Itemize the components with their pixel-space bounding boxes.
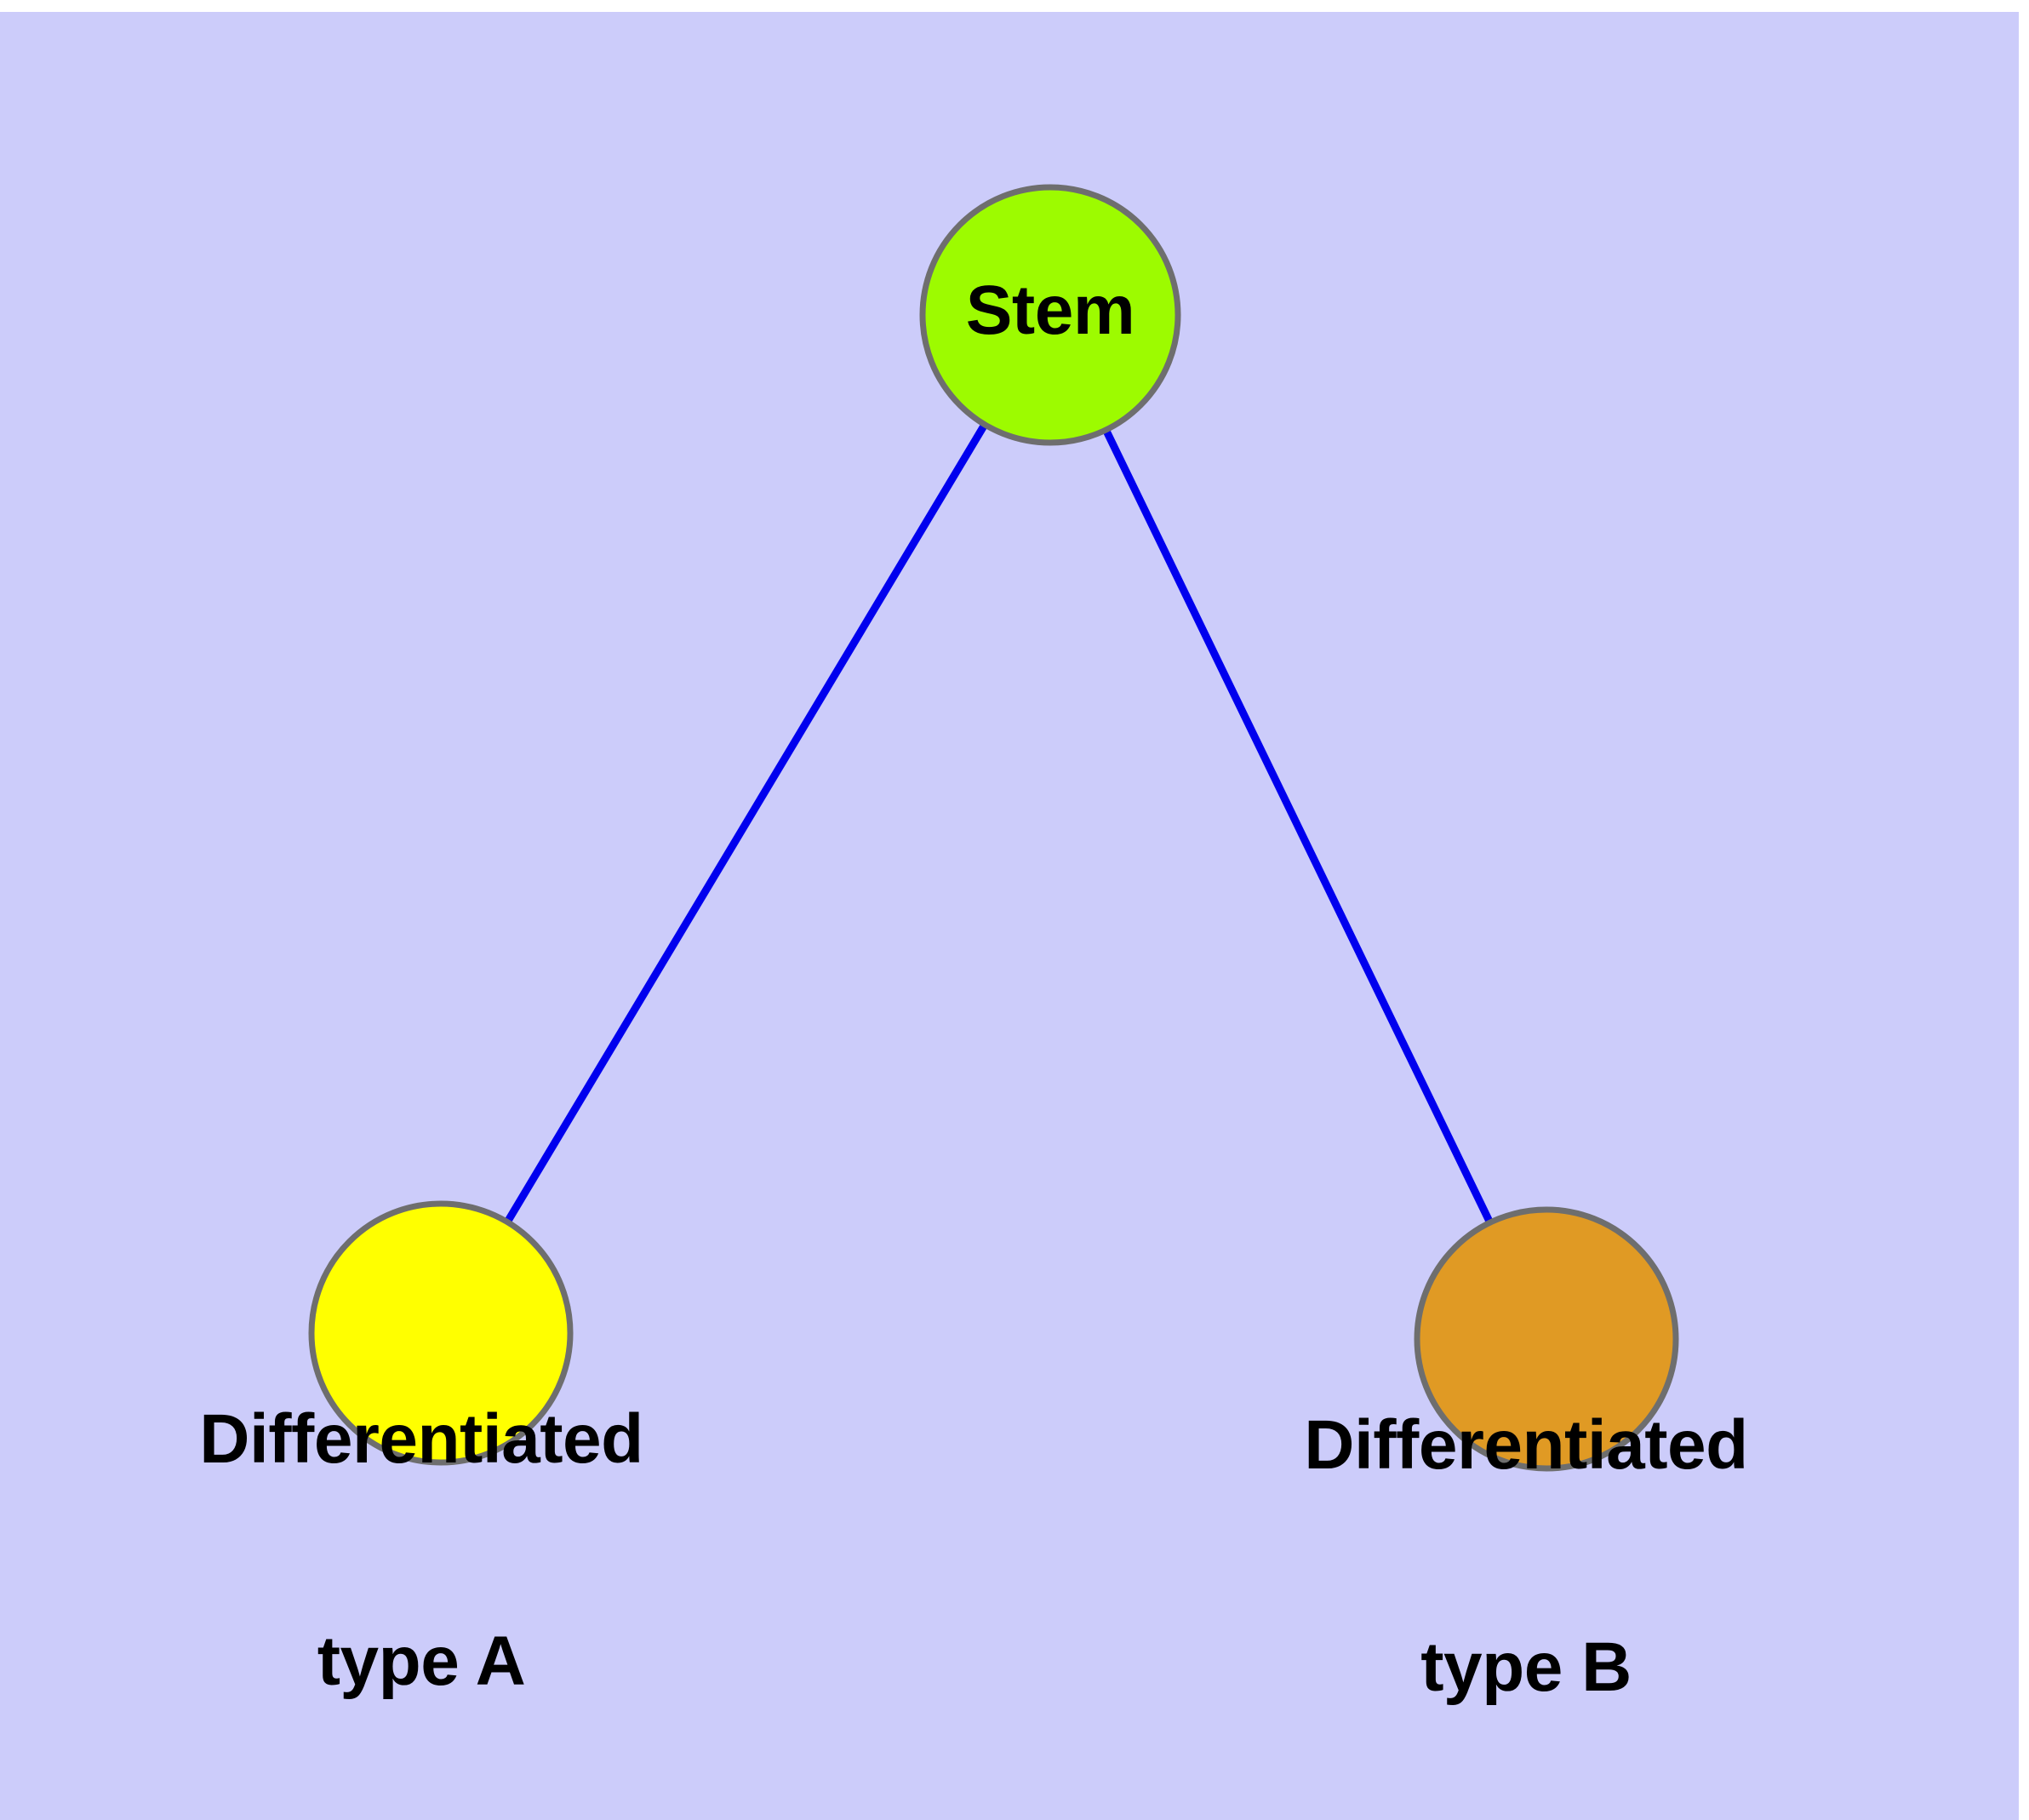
nodes-group: [308, 184, 1679, 1472]
node-differentiated-type-a[interactable]: [308, 1200, 574, 1466]
edge-stem-to-differentiated-type-a[interactable]: [437, 312, 1054, 1336]
edge-stem-to-differentiated-type-b[interactable]: [1046, 313, 1551, 1341]
node-differentiated-type-b[interactable]: [1414, 1206, 1679, 1472]
edges-group: [437, 312, 1551, 1341]
node-stem[interactable]: [919, 184, 1181, 446]
